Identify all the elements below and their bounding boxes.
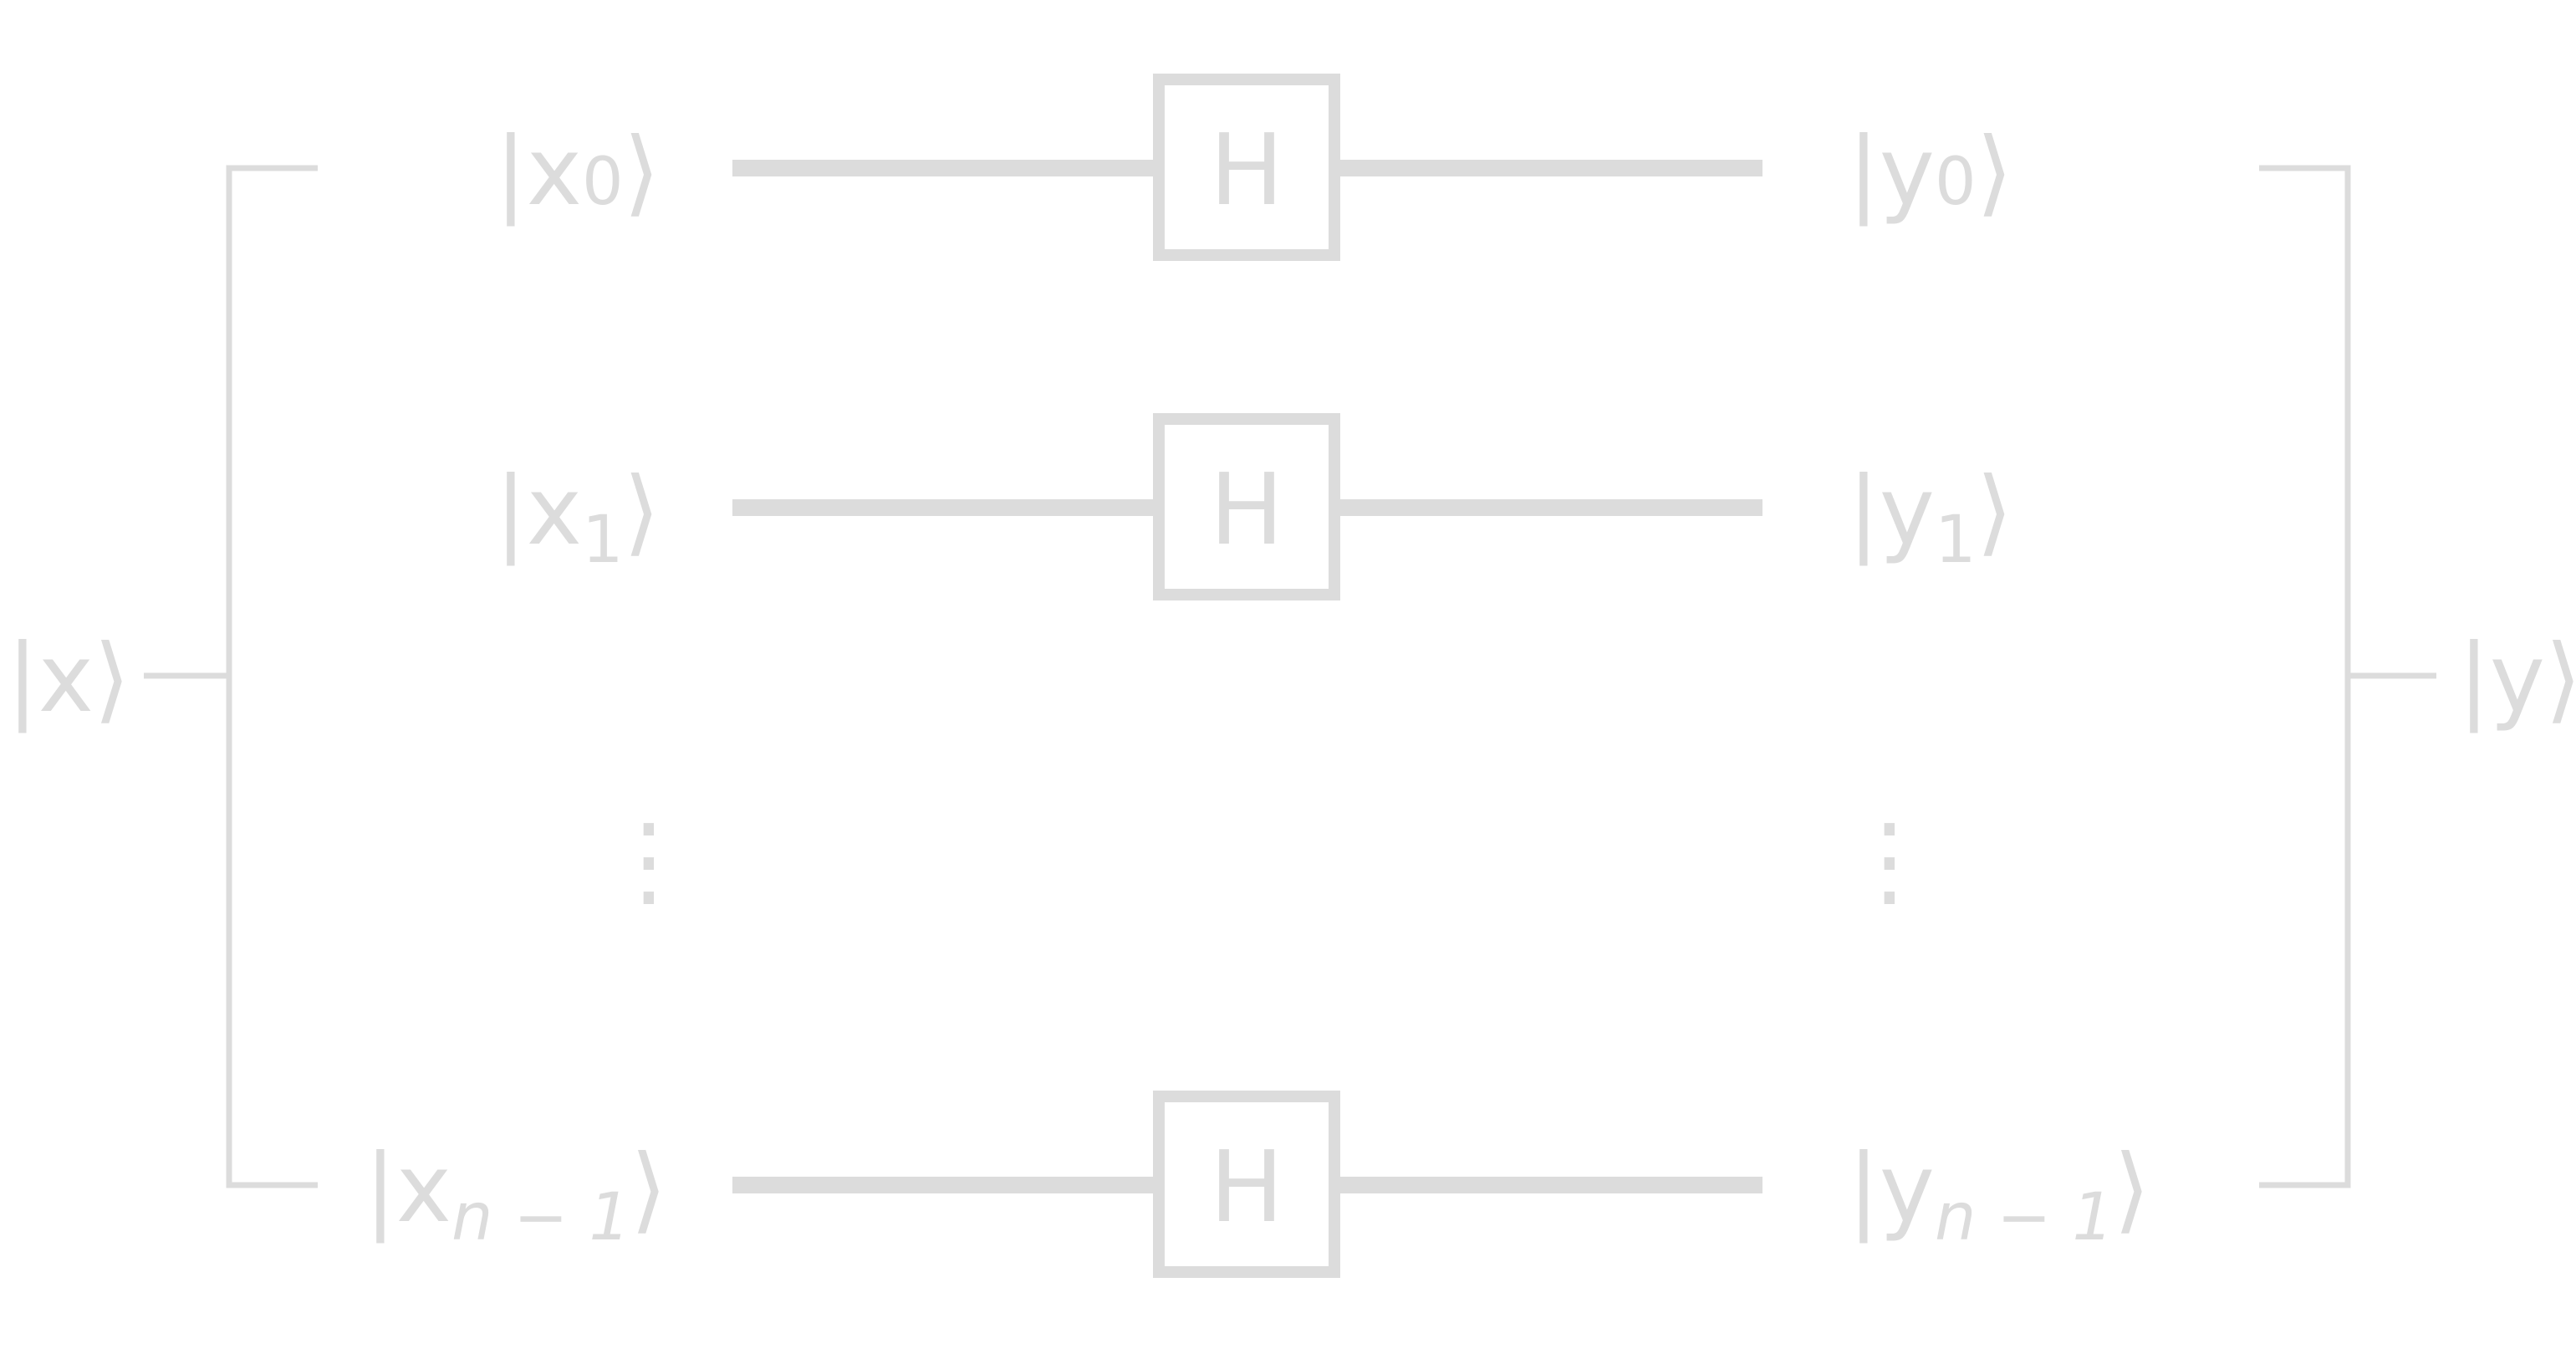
output-ket-0: |y0⟩ [1848,118,2012,227]
qubit-row-0: |x0⟩ H |y0⟩ [495,74,2012,261]
left-register: |x⟩ [7,165,318,1188]
right-bracket [2259,165,2351,1188]
hadamard-gate-n-minus-1 [1153,1091,1340,1278]
right-register-label: |y⟩ [2458,625,2576,733]
qubit-row-1: |x1⟩ H |y1⟩ [495,413,2012,600]
hadamard-gate-n-minus-1-label: H [1210,1129,1284,1244]
left-register-label: |x⟩ [7,625,130,733]
input-ket-n-minus-1: |xn − 1⟩ [365,1135,667,1255]
hadamard-gate-1-label: H [1210,452,1284,567]
input-ket-0: |x0⟩ [495,118,660,227]
hadamard-gate-0 [1153,74,1340,261]
hadamard-gate-0-label: H [1210,112,1284,227]
right-register: |y⟩ [2259,165,2576,1188]
qubit-row-n-minus-1: |xn − 1⟩ H |yn − 1⟩ [365,1091,2150,1278]
output-ket-1: |y1⟩ [1848,457,2012,578]
output-ket-n-minus-1: |yn − 1⟩ [1848,1135,2150,1255]
left-bracket [226,165,318,1188]
input-ellipsis: ⋮ [599,803,699,919]
input-ket-1: |x1⟩ [495,457,660,578]
output-ellipsis: ⋮ [1839,803,1940,919]
